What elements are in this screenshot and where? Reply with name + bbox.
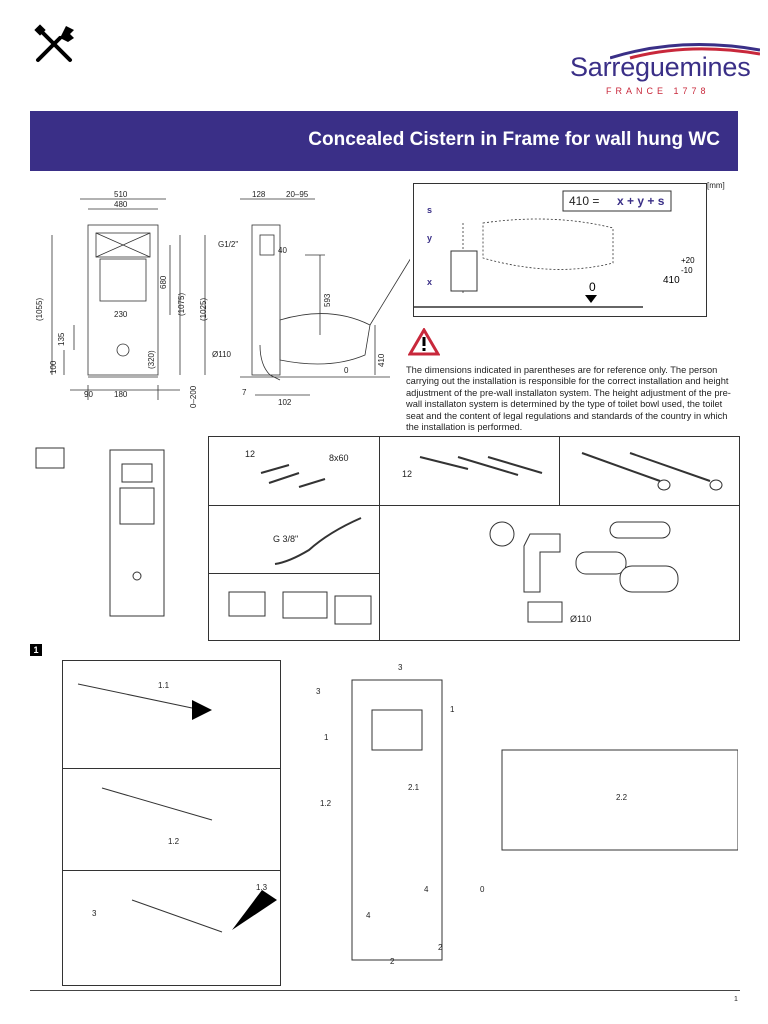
formula-s: s — [427, 205, 432, 215]
callout-3-c: 3 — [398, 663, 403, 672]
dim-320: (320) — [147, 350, 156, 369]
dim-135: 135 — [57, 332, 66, 346]
page-title: Concealed Cistern in Frame for wall hung… — [308, 129, 720, 150]
dim-1075: (1075) — [177, 293, 186, 316]
pipes-cell: Ø110 — [380, 506, 740, 641]
dim-20-95: 20–95 — [286, 190, 309, 199]
dim-1025: (1025) — [199, 298, 208, 321]
dim-410: 410 — [377, 353, 386, 367]
formula-zero: 0 — [589, 280, 596, 294]
dim-102: 102 — [278, 398, 292, 407]
formula-lhs: 410 = — [569, 194, 599, 208]
rods-icon — [419, 456, 543, 476]
callout-2-2: 2.2 — [616, 793, 628, 802]
step-number-badge: 1 — [30, 644, 42, 656]
title-banner: Concealed Cistern in Frame for wall hung… — [30, 111, 738, 171]
tools-icon — [34, 24, 74, 62]
dim-0: 0 — [344, 366, 349, 375]
frame-cell — [30, 436, 208, 641]
screws-cell: 12 8x60 — [208, 436, 380, 506]
parts-grid: 12 8x60 12 G 3/8" Ø110 — [30, 436, 740, 641]
rods-cell: 12 — [380, 436, 560, 506]
plates-cell — [208, 574, 380, 641]
dimension-drawing: 510 480 230 680 (1055) (1075) (1025) 135… — [35, 190, 410, 408]
callout-4-b: 4 — [366, 911, 371, 920]
callout-1-2: 1.2 — [168, 837, 180, 846]
step-illustration: 1.1 1.2 1.3 3 3 3 1 1 1.2 2.1 2.2 4 4 2 … — [62, 660, 738, 986]
hose-icon — [274, 517, 362, 565]
dim-480: 480 — [114, 200, 128, 209]
dim-90: 90 — [84, 390, 93, 399]
screws-qty: 12 — [245, 449, 256, 459]
formula-y: y — [427, 233, 432, 243]
screws-size: 8x60 — [329, 453, 349, 463]
footer-divider — [30, 990, 740, 991]
height-formula-inset: 410 = x + y + s s y x 0 410 +20 -10 — [413, 183, 707, 317]
dim-1055: (1055) — [35, 298, 44, 321]
dim-7: 7 — [242, 388, 247, 397]
callout-1-2b: 1.2 — [320, 799, 332, 808]
callout-2-b: 2 — [438, 943, 443, 952]
callout-3-a: 3 — [92, 909, 97, 918]
brand-subtitle: FRANCE 1778 — [606, 86, 710, 96]
plates-icon — [228, 591, 372, 625]
callout-0: 0 — [480, 885, 485, 894]
dim-g12: G1/2" — [218, 240, 238, 249]
rods-qty: 12 — [402, 469, 413, 479]
dim-128: 128 — [252, 190, 266, 199]
callout-1-3: 1.3 — [256, 883, 268, 892]
brand-logo: Sarreguemines FRANCE 1778 — [570, 40, 760, 110]
formula-410: 410 — [663, 275, 680, 286]
screws-icon — [260, 464, 326, 488]
bolts-cell — [560, 436, 740, 506]
hose-cell: G 3/8" — [208, 506, 380, 574]
dim-40: 40 — [278, 246, 287, 255]
dim-680: 680 — [159, 275, 168, 289]
dim-0-200: 0–200 — [189, 385, 198, 408]
pipes-icon — [489, 521, 679, 623]
bolts-icon — [581, 452, 723, 491]
formula-tol-minus: -10 — [681, 266, 693, 275]
callout-4-a: 4 — [424, 885, 429, 894]
dim-593: 593 — [323, 293, 332, 307]
callout-1-a: 1 — [324, 733, 329, 742]
callout-1-b: 1 — [450, 705, 455, 714]
hose-size: G 3/8" — [273, 534, 299, 544]
page-number: 1 — [734, 996, 738, 1003]
brand-name: Sarreguemines — [570, 52, 751, 82]
brand-swoosh-icon — [610, 43, 760, 60]
dim-180: 180 — [114, 390, 128, 399]
callout-3-b: 3 — [316, 687, 321, 696]
callout-2-1: 2.1 — [408, 783, 420, 792]
callout-2-a: 2 — [390, 957, 395, 966]
formula-rhs: x + y + s — [617, 194, 665, 208]
pipe-size: Ø110 — [570, 614, 592, 624]
formula-tol-plus: +20 — [681, 256, 695, 265]
warning-text: The dimensions indicated in parentheses … — [406, 365, 731, 433]
unit-label: [mm] — [707, 181, 725, 190]
dim-510: 510 — [114, 190, 128, 199]
dim-230: 230 — [114, 310, 128, 319]
dim-110: Ø110 — [212, 350, 232, 359]
formula-x: x — [427, 277, 432, 287]
warning-icon — [408, 328, 440, 356]
frame-illustration — [35, 447, 165, 617]
dim-100: 100 — [49, 360, 58, 374]
callout-1-1: 1.1 — [158, 681, 170, 690]
